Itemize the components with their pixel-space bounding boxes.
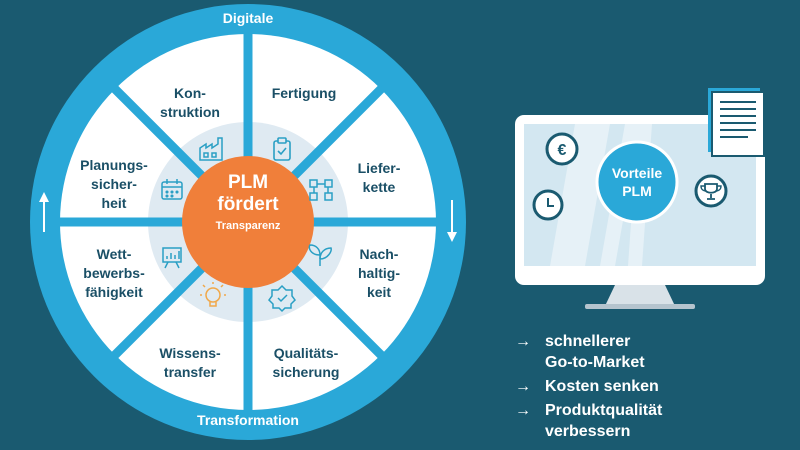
benefits-circle-line2: PLM (622, 183, 652, 199)
segment-label-lieferkette: Liefer-kette (357, 160, 401, 195)
benefit-text: Go-to-Market (545, 354, 645, 371)
ring-bottom-label: Transformation (197, 412, 299, 428)
segment-label-planungssicherheit: Planungs-sicher-heit (80, 157, 148, 211)
segment-label-qualitaetssicherung: Qualitäts-sicherung (272, 345, 340, 380)
center-subtitle: Transparenz (215, 220, 281, 232)
segment-label-fertigung: Fertigung (271, 85, 337, 101)
center-circle (182, 156, 314, 288)
arrow-right-icon: → (515, 402, 531, 419)
benefit-text: Produktqualität (545, 402, 663, 419)
benefit-item: → Kosten senken (515, 376, 785, 397)
clipboard-check-icon (273, 137, 291, 161)
monitor-base (585, 304, 695, 309)
svg-text:€: € (558, 142, 567, 159)
segment-label-wettbewerbsfaehigkeit: Wett-bewerbs-fähigkeit (83, 246, 145, 300)
leaves-icon (308, 244, 332, 266)
monitor-stand (605, 285, 675, 306)
center-title-line1: PLM (227, 172, 269, 193)
supply-chain-icon (309, 179, 333, 201)
benefit-text: Kosten senken (545, 378, 659, 395)
calendar-icon (161, 179, 183, 200)
euro-icon: € (545, 132, 579, 166)
arrow-right-icon: → (515, 378, 531, 395)
arrow-right-icon: → (515, 333, 531, 350)
document-icon (708, 88, 765, 157)
segment-label-nachhaltigkeit: Nach-haltig-keit (358, 246, 400, 300)
trophy-icon (694, 174, 728, 208)
arrow-up-icon (39, 192, 49, 232)
ring-top-label: Digitale (222, 10, 274, 26)
benefit-text: verbessern (545, 423, 631, 440)
lightbulb-icon (200, 282, 226, 307)
benefits-circle (595, 140, 679, 224)
benefit-item: → Produktqualität verbessern (515, 400, 785, 442)
segment-label-wissenstransfer: Wissens-transfer (159, 345, 221, 380)
benefit-text: schnellerer (545, 333, 631, 350)
center-title-line2: fördert (217, 194, 279, 215)
clock-icon (532, 189, 564, 221)
presentation-chart-icon (162, 247, 182, 269)
segment-label-konstruktion: Kon-struktion (160, 85, 220, 120)
factory-icon (199, 137, 223, 161)
quality-badge-icon (268, 284, 296, 313)
benefits-circle-line1: Vorteile (611, 165, 663, 181)
arrow-down-icon (447, 200, 457, 242)
